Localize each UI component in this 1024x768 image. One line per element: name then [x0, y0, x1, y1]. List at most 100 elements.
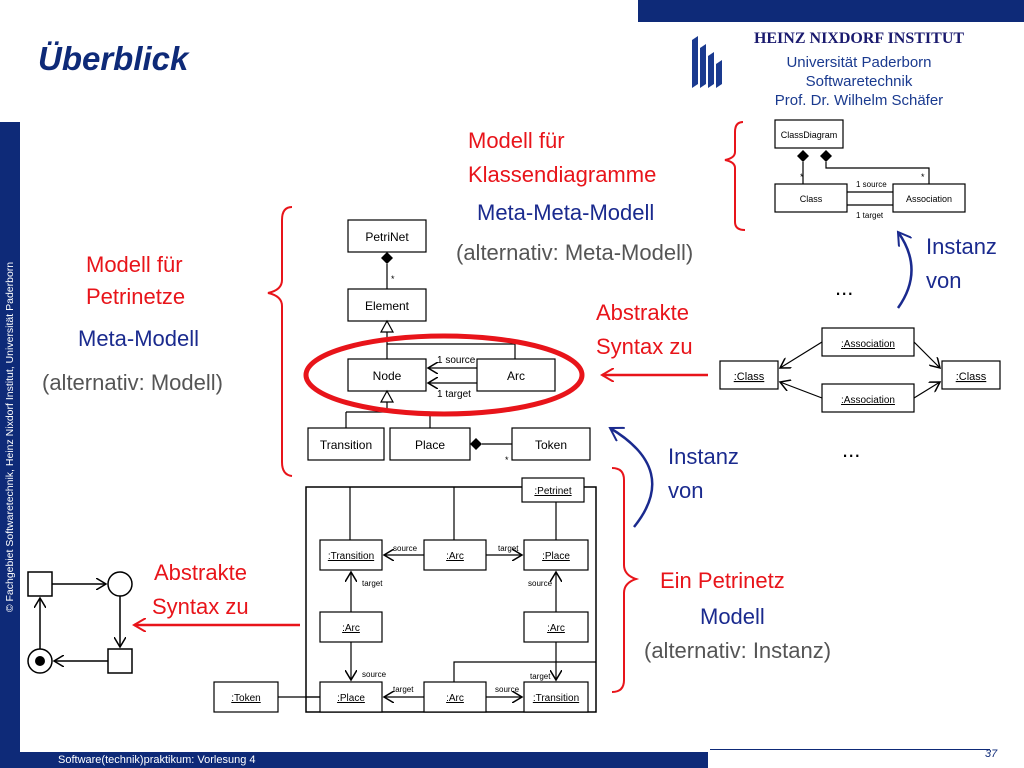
class-box [774, 183, 848, 213]
token-label: Token [535, 438, 567, 452]
petrinet-label: PetriNet [365, 230, 409, 244]
institute-name: HEINZ NIXDORF INSTITUT [753, 30, 965, 47]
petrinet-instance-box [521, 477, 585, 503]
transition-instance-2: :Transition [533, 693, 579, 704]
token-instance-box [213, 681, 279, 713]
instance-of-1-line2: von [926, 268, 962, 293]
meta-model-label: Meta-Modell [78, 326, 200, 351]
petrinet-model-line1: Modell für [86, 252, 183, 277]
target-label: 1 target [437, 389, 471, 400]
star-petrinet: * [391, 274, 395, 284]
mm-source-label: 1 source [856, 180, 887, 189]
classdiagram-model-line2: Klassendiagramme [468, 162, 657, 187]
concrete-petrinet [27, 571, 133, 674]
alt-meta-model-label: (alternativ: Meta-Modell) [456, 240, 694, 265]
pn-source-3: source [362, 670, 387, 679]
alt-instance-label: (alternativ: Instanz) [644, 638, 832, 663]
header-bar [638, 0, 1024, 22]
arc-instance-4: :Arc [446, 693, 464, 704]
place-instance-2-box [319, 681, 383, 713]
department-name: Softwaretechnik [805, 73, 913, 90]
model-label: Modell [700, 604, 765, 629]
arc-box [476, 358, 556, 392]
bracket-meta-model [267, 206, 293, 477]
source-label: 1 source [437, 355, 476, 366]
footer-course: Software(technik)praktikum: Vorlesung 4 [58, 754, 256, 766]
class-label: Class [800, 194, 823, 204]
place-box [389, 427, 471, 461]
star-2: * [921, 172, 925, 182]
arc-instance-2-box [319, 611, 383, 643]
pn-target-2: target [362, 579, 383, 588]
professor-name: Prof. Dr. Wilhelm Schäfer [774, 92, 944, 109]
abstract-syntax-1-line2: Syntax zu [596, 334, 693, 359]
association-label: Association [906, 194, 952, 204]
petrinet-meta-model: PetriNet * Element Node Arc 1 source 1 t… [307, 219, 591, 465]
classdiagram-label: ClassDiagram [781, 130, 838, 140]
arc-label: Arc [507, 369, 525, 383]
association-instance-1-box [821, 327, 915, 357]
node-label: Node [373, 369, 402, 383]
petrinet-instance: :Petrinet :Transition :Arc :Place source… [213, 477, 597, 713]
place-instance-1-box [523, 539, 589, 571]
page-number: 37 [985, 748, 998, 760]
pn-target-4: target [393, 685, 414, 694]
instance-arrow-1 [898, 232, 913, 309]
abstract-syntax-2-line1: Abstrakte [154, 560, 247, 585]
classdiagram-model-line1: Modell für [468, 128, 565, 153]
transition-instance-2-box [523, 681, 589, 713]
association-box [892, 183, 966, 213]
instance-arrow-2 [610, 428, 654, 528]
a-petrinet-label: Ein Petrinetz [660, 568, 785, 593]
class-instance-1-box [719, 360, 779, 390]
footer-bar [0, 752, 708, 768]
classdiagram-box [774, 119, 844, 149]
place-instance-2: :Place [337, 693, 365, 704]
transition-label: Transition [320, 438, 372, 452]
page-title: Überblick [38, 40, 189, 77]
node-box [347, 358, 427, 392]
association-instance-1: :Association [841, 339, 895, 350]
place-label: Place [415, 438, 445, 452]
pn-source-1: source [393, 544, 418, 553]
pn-target-1: target [498, 544, 519, 553]
transition-instance-1: :Transition [328, 551, 374, 562]
token-instance: :Token [231, 693, 260, 704]
instance-of-1-line1: Instanz [926, 234, 997, 259]
petrinet-model-line2: Petrinetze [86, 284, 186, 309]
ellipsis-2: ... [842, 437, 861, 462]
arc-instance-2: :Arc [342, 623, 360, 634]
meta-model-instance: :Association :Association :Class :Class [719, 327, 1001, 413]
token-box [511, 427, 591, 461]
arc-instance-1-box [423, 539, 487, 571]
class-instance-1: :Class [734, 371, 765, 383]
petrinet-box [347, 219, 427, 253]
star-1: * [800, 172, 804, 182]
place-instance-1: :Place [542, 551, 570, 562]
abstract-syntax-1-line1: Abstrakte [596, 300, 689, 325]
pn-source-4: source [495, 685, 520, 694]
institute-logo-area [688, 24, 988, 114]
star-token: * [505, 455, 509, 465]
highlight-ellipse [303, 333, 585, 417]
transition-instance-1-box [319, 539, 383, 571]
element-label: Element [365, 299, 410, 313]
abstract-syntax-2-line2: Syntax zu [152, 594, 249, 619]
petrinet-instance: :Petrinet [534, 486, 571, 497]
meta-meta-model-label: Meta-Meta-Modell [477, 200, 655, 225]
element-box [347, 288, 427, 322]
arc-instance-4-box [423, 681, 487, 713]
instance-of-2-line1: Instanz [668, 444, 739, 469]
footer-divider [710, 749, 990, 750]
arc-instance-3: :Arc [547, 623, 565, 634]
association-instance-2: :Association [841, 395, 895, 406]
bracket-top-right [724, 121, 746, 231]
hni-logo-icon [692, 36, 722, 88]
alt-model-label: (alternativ: Modell) [42, 370, 223, 395]
sidebar-bar [0, 122, 20, 752]
class-instance-2: :Class [956, 371, 987, 383]
mm-target-label: 1 target [856, 211, 884, 220]
class-instance-2-box [941, 360, 1001, 390]
pn-source-2: source [528, 579, 553, 588]
